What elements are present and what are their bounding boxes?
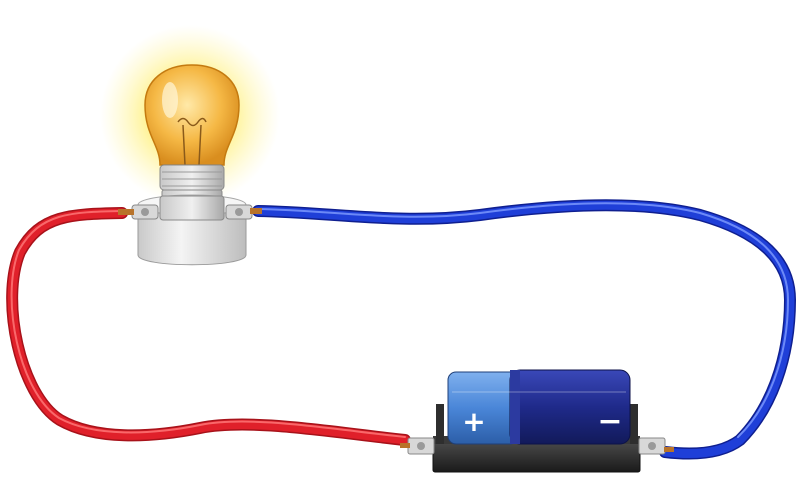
light-bulb-icon: [144, 64, 240, 176]
bulb-socket: [118, 194, 262, 266]
red-wire: [6, 207, 411, 446]
blue-wire: [252, 199, 797, 460]
negative-symbol: −: [597, 404, 622, 439]
battery-cell-icon: + −: [447, 369, 631, 445]
positive-symbol: +: [462, 405, 485, 438]
